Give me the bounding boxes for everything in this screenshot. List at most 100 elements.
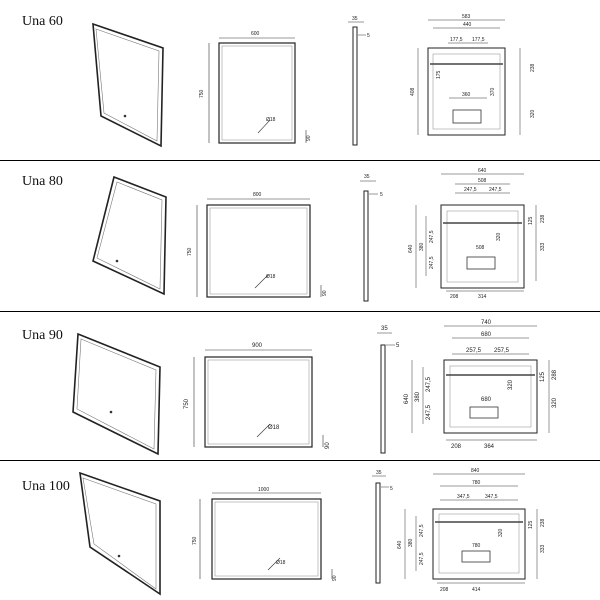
back-bottom-left: 208 [451, 444, 462, 450]
back-height-inner: 380 [419, 242, 425, 251]
back-small-c: 320 [508, 379, 514, 390]
drawing-una-90: 900 750 Ø18 90 35 5 740 680 257,5 [72, 320, 558, 456]
back-total-width: 640 [478, 168, 487, 174]
drawing-una-60: 600 750 Ø18 90 35 5 583 440 [92, 14, 536, 148]
back-inner-width: 440 [463, 22, 472, 28]
back-left-half: 257,5 [466, 348, 482, 354]
separator [0, 460, 600, 461]
model-title: Una 90 [22, 328, 63, 343]
back-height-left: 408 [410, 87, 416, 96]
side-depth-label: 35 [381, 326, 388, 332]
back-small-a: 175 [436, 70, 442, 79]
front-width-label: 900 [252, 343, 263, 349]
back-bottom-width: 360 [462, 92, 471, 98]
model-title: Una 60 [22, 14, 63, 29]
back-small-b: 288 [552, 369, 558, 380]
back-small-b: 370 [490, 87, 496, 96]
back-bottom-width: 680 [481, 397, 492, 403]
front-diameter-label: Ø18 [268, 425, 280, 431]
back-small-b: 238 [540, 214, 546, 223]
front-diameter-label: Ø18 [276, 560, 286, 566]
back-seg-b: 247,5 [426, 404, 432, 420]
back-bottom-mid: 314 [478, 294, 487, 300]
front-bottom-label: 90 [306, 135, 312, 141]
side-thickness-label: 5 [367, 33, 370, 39]
back-right-half: 177,5 [472, 37, 485, 43]
back-bottom-right: 320 [530, 109, 536, 118]
back-small-a: 125 [540, 371, 546, 382]
back-height-left: 640 [397, 540, 403, 549]
perspective-view [79, 471, 161, 596]
back-bottom-right: 320 [552, 397, 558, 408]
section-una-100: Una 100 1000 750 Ø18 90 35 5 [0, 461, 600, 600]
side-depth-label: 35 [364, 174, 370, 180]
section-una-60: Una 60 600 750 Ø18 90 35 5 [0, 0, 600, 160]
back-total-width: 740 [481, 320, 492, 326]
back-bottom-left: 208 [450, 294, 459, 300]
back-height-left: 640 [404, 393, 410, 404]
back-right-half: 247,5 [489, 187, 502, 193]
back-bottom-left: 208 [440, 587, 449, 593]
separator [0, 311, 600, 312]
side-thickness-label: 5 [396, 343, 400, 349]
side-view: 35 5 [360, 174, 383, 302]
back-inner-width: 680 [481, 332, 492, 338]
perspective-view [92, 22, 164, 148]
back-inner-width: 508 [478, 178, 487, 184]
side-thickness-label: 5 [390, 486, 393, 492]
back-left-half: 177,5 [450, 37, 463, 43]
front-height-label: 750 [184, 398, 190, 409]
front-width-label: 1000 [258, 487, 269, 493]
back-bottom-right: 333 [540, 544, 546, 553]
front-view: 800 750 Ø18 90 [187, 192, 328, 298]
front-bottom-label: 90 [322, 290, 328, 296]
back-small-a: 125 [528, 520, 534, 529]
back-right-half: 347,5 [485, 494, 498, 500]
perspective-view [92, 175, 167, 296]
front-height-label: 750 [192, 536, 198, 545]
back-seg-a: 247,5 [419, 524, 425, 537]
front-width-label: 800 [253, 192, 262, 198]
model-title: Una 80 [22, 174, 63, 189]
drawing-una-100: 1000 750 Ø18 90 35 5 840 780 347,5 [79, 468, 546, 596]
back-seg-a: 247,5 [426, 376, 432, 392]
front-diameter-label: Ø18 [266, 117, 276, 123]
side-view: 35 5 [377, 326, 400, 454]
back-bottom-right: 333 [540, 242, 546, 251]
front-view: 600 750 Ø18 90 [199, 31, 312, 144]
side-depth-label: 35 [352, 16, 358, 22]
front-height-label: 750 [187, 247, 193, 256]
front-bottom-label: 90 [325, 442, 331, 449]
back-bottom-width: 780 [472, 543, 481, 549]
back-bottom-width: 508 [476, 245, 485, 251]
side-thickness-label: 5 [380, 192, 383, 198]
back-seg-b: 247,5 [419, 552, 425, 565]
back-small-b: 238 [540, 518, 546, 527]
section-una-80: Una 80 800 750 Ø18 90 35 5 [0, 161, 600, 311]
back-total-width: 583 [462, 14, 471, 20]
section-una-90: Una 90 900 750 Ø18 90 35 5 [0, 312, 600, 460]
back-top-right: 238 [530, 63, 536, 72]
front-height-label: 750 [199, 89, 205, 98]
side-depth-label: 35 [376, 470, 382, 476]
back-view: 583 440 177,5 177,5 408 238 320 175 370 … [410, 14, 536, 136]
back-view: 640 508 247,5 247,5 640 380 247,5 247,5 … [408, 168, 546, 300]
front-view: 900 750 Ø18 90 [184, 343, 331, 449]
separator [0, 160, 600, 161]
back-view: 740 680 257,5 257,5 640 380 247,5 247,5 … [404, 320, 558, 450]
back-height-inner: 380 [408, 538, 414, 547]
model-title: Una 100 [22, 479, 70, 494]
back-left-half: 347,5 [457, 494, 470, 500]
back-left-half: 247,5 [464, 187, 477, 193]
front-width-label: 600 [251, 31, 260, 37]
drawing-una-80: 800 750 Ø18 90 35 5 640 508 247,5 [92, 168, 546, 302]
back-height-inner: 380 [415, 391, 421, 402]
back-bottom-mid: 364 [484, 444, 495, 450]
side-view: 35 5 [372, 470, 393, 584]
back-total-width: 840 [471, 468, 480, 474]
front-bottom-label: 90 [332, 575, 338, 581]
front-diameter-label: Ø18 [266, 274, 276, 280]
back-inner-width: 780 [472, 480, 481, 486]
back-seg-a: 247,5 [429, 230, 435, 243]
back-bottom-mid: 414 [472, 587, 481, 593]
